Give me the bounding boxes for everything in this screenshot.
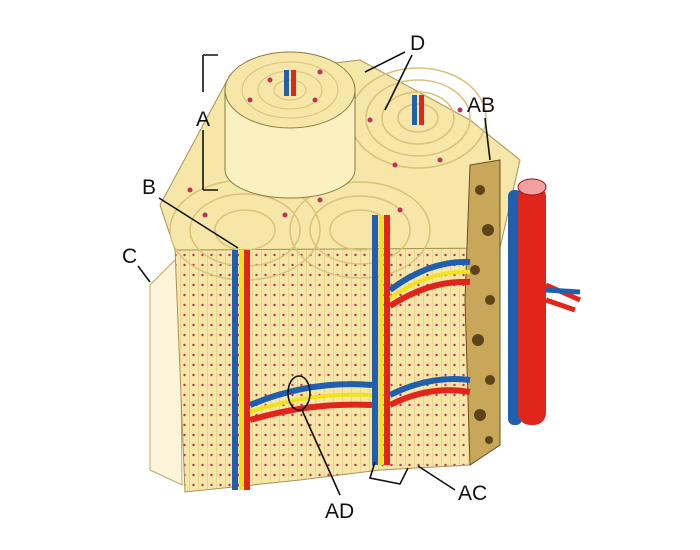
label-pointers xyxy=(137,51,491,496)
label-d: D xyxy=(410,32,425,55)
label-ab: AB xyxy=(467,94,495,117)
central-canal-artery xyxy=(419,95,424,125)
label-c: C xyxy=(122,245,137,268)
central-canal-vessels xyxy=(412,95,417,125)
label-ac: AC xyxy=(458,482,487,505)
spongy-bone xyxy=(464,159,501,466)
trabecular-spaces xyxy=(470,185,495,444)
label-b: B xyxy=(142,176,156,199)
label-a: A xyxy=(196,108,210,131)
label-ad: AD xyxy=(325,500,354,523)
front-vessels xyxy=(232,215,471,490)
large-artery xyxy=(518,185,546,425)
vein-branch xyxy=(545,287,581,295)
periosteum xyxy=(149,253,183,486)
osteon-cylinder xyxy=(224,51,356,199)
artery-opening xyxy=(517,178,547,196)
